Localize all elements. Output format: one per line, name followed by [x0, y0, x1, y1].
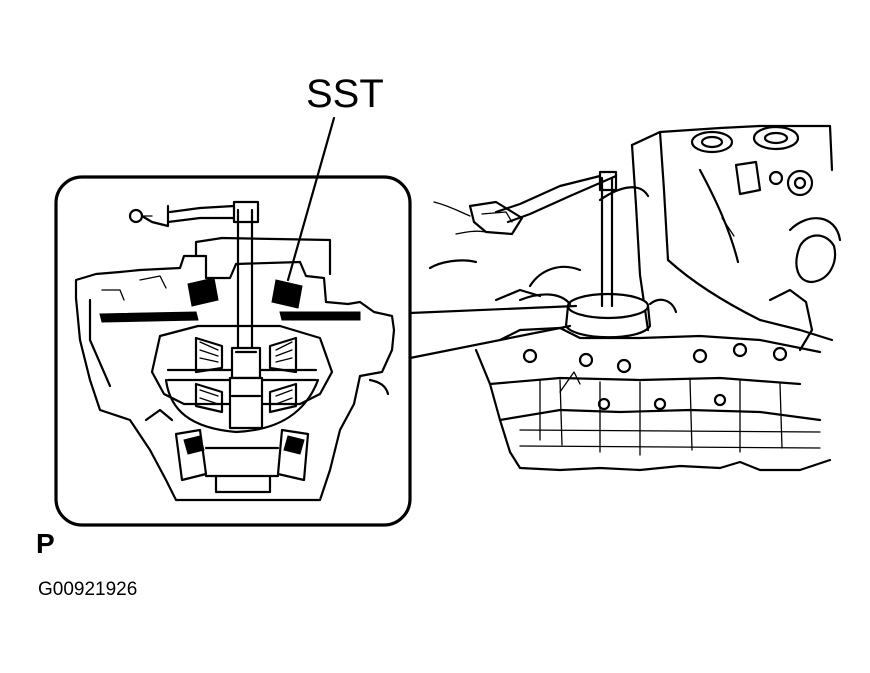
figure-id: G00921926	[38, 579, 138, 600]
view-indicator: P	[36, 528, 55, 559]
sst-label: SST	[306, 72, 384, 116]
detail-callout-lines	[408, 304, 581, 393]
sst-leader-line	[286, 116, 336, 282]
detail-inset	[54, 175, 412, 527]
transaxle-case	[428, 124, 842, 472]
